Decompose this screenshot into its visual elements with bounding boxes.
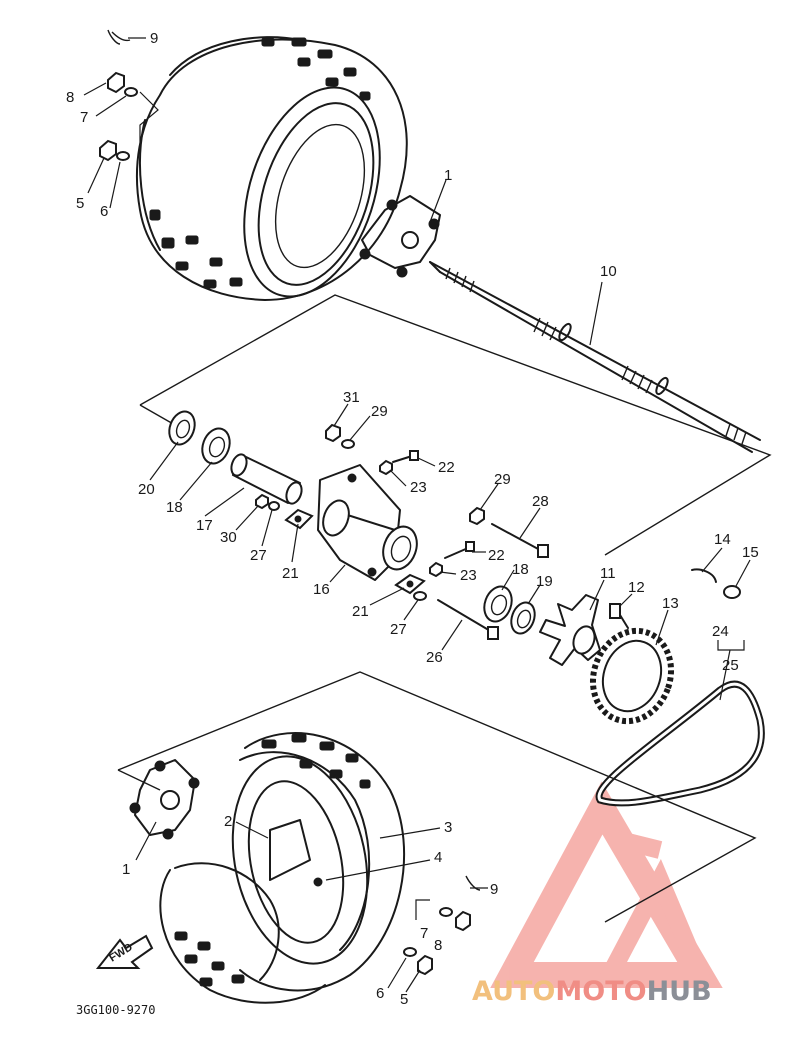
rear-wheel-top: [135, 36, 408, 301]
nuts-top: [99, 29, 159, 162]
callout-1: 1: [122, 861, 130, 878]
callout-14: 14: [714, 531, 731, 548]
front-wheel-region: [117, 671, 757, 923]
callout-29: 29: [494, 471, 511, 488]
collar: [230, 453, 303, 505]
leader-lines: [83, 37, 751, 993]
watermark-hub: HUB: [647, 976, 712, 1007]
plate-upper: [284, 508, 314, 530]
callout-19: 19: [536, 573, 553, 590]
watermark-text: AUTOMOTOHUB: [472, 976, 712, 1007]
fasteners-middle: [255, 423, 549, 640]
callout-31: 31: [343, 389, 360, 406]
callout-27: 27: [390, 621, 407, 638]
callout-27: 27: [250, 547, 267, 564]
stud-bolt: [609, 603, 629, 629]
axle-hub-housing: [317, 464, 418, 581]
watermark-auto: AUTO: [472, 976, 555, 1007]
callout-23: 23: [460, 567, 477, 584]
callout-7: 7: [80, 109, 88, 126]
chain-clip: [691, 568, 741, 599]
callout-21: 21: [282, 565, 299, 582]
callout-6: 6: [100, 203, 108, 220]
axle-assembly-region: [139, 294, 772, 556]
callout-30: 30: [220, 529, 237, 546]
callout-23: 23: [410, 479, 427, 496]
watermark-logo: [490, 781, 723, 988]
callout-9: 9: [490, 881, 498, 898]
part-callouts: 9 8 7 5 6 1 10 31 29 22 23 20 18 17 30 2…: [66, 30, 759, 1008]
callout-16: 16: [313, 581, 330, 598]
callout-25: 25: [722, 657, 739, 674]
callout-26: 26: [426, 649, 443, 666]
rear-axle: [429, 261, 761, 453]
callout-7: 7: [420, 925, 428, 942]
drawing-code: 3GG100-9270: [76, 1003, 155, 1017]
callout-22: 22: [438, 459, 455, 476]
callout-9: 9: [150, 30, 158, 47]
forward-arrow-icon: [95, 934, 154, 969]
callout-1: 1: [444, 167, 452, 184]
callout-6: 6: [376, 985, 384, 1002]
callout-13: 13: [662, 595, 679, 612]
callout-4: 4: [434, 849, 442, 866]
callout-20: 20: [138, 481, 155, 498]
callout-5: 5: [400, 991, 408, 1008]
sprocket-hub: [539, 594, 601, 666]
callout-18: 18: [512, 561, 529, 578]
callout-8: 8: [434, 937, 442, 954]
callout-29: 29: [371, 403, 388, 420]
callout-17: 17: [196, 517, 213, 534]
bearing-left: [201, 427, 231, 465]
callout-15: 15: [742, 544, 759, 561]
wheel-hub-bottom: [129, 759, 200, 840]
drive-chain: [595, 680, 765, 807]
callout-12: 12: [628, 579, 645, 596]
callout-22: 22: [488, 547, 505, 564]
callout-21: 21: [352, 603, 369, 620]
rear-sprocket: [589, 627, 675, 725]
callout-18: 18: [166, 499, 183, 516]
callout-8: 8: [66, 89, 74, 106]
callout-10: 10: [600, 263, 617, 280]
oil-seal-left: [168, 410, 196, 446]
callout-2: 2: [224, 813, 232, 830]
watermark-moto: MOTO: [555, 976, 646, 1007]
front-wheel-bottom: [159, 732, 406, 1004]
callout-24: 24: [712, 623, 729, 640]
callout-3: 3: [444, 819, 452, 836]
callout-5: 5: [76, 195, 84, 212]
wheel-hub-top: [359, 195, 441, 278]
callout-28: 28: [532, 493, 549, 510]
callout-11: 11: [600, 565, 616, 582]
nuts-bottom: [313, 875, 481, 976]
